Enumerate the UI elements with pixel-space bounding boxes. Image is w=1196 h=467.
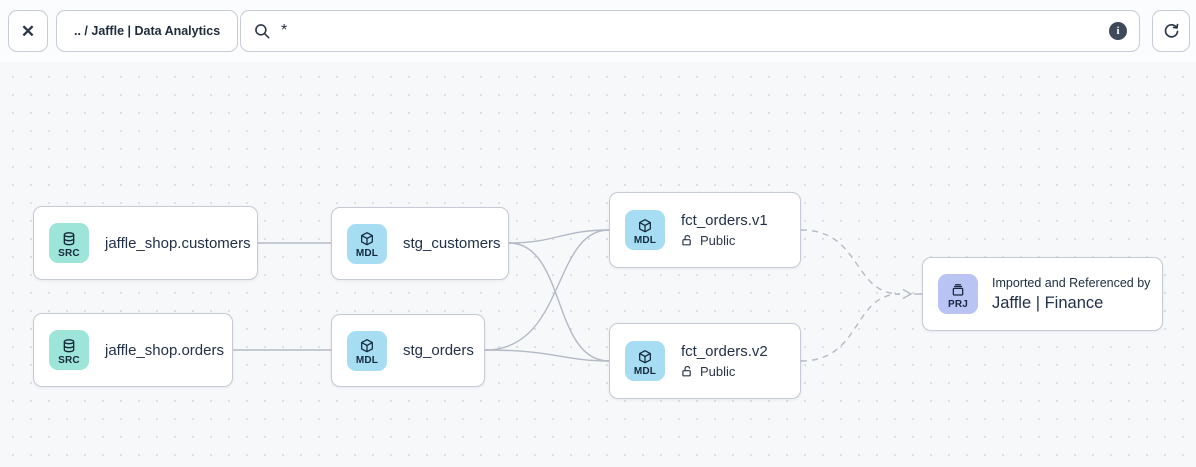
node-model-fct-orders-v2[interactable]: MDL fct_orders.v2 Public xyxy=(609,323,801,399)
node-model-stg-customers[interactable]: MDL stg_customers xyxy=(331,207,509,280)
node-source-jaffle-shop-orders[interactable]: SRC jaffle_shop.orders xyxy=(33,313,233,387)
unlocked-padlock-icon xyxy=(682,366,691,377)
close-icon: ✕ xyxy=(20,21,36,41)
badge-label: MDL xyxy=(633,234,657,246)
refresh-icon xyxy=(1164,23,1178,38)
node-model-fct-orders-v1[interactable]: MDL fct_orders.v1 Public xyxy=(609,192,801,268)
close-button[interactable]: ✕ xyxy=(8,10,48,52)
badge-label: PRJ xyxy=(947,298,969,310)
source-badge: SRC xyxy=(49,223,89,263)
badge-label: MDL xyxy=(355,248,379,259)
node-label: stg_customers xyxy=(403,235,501,252)
node-label: jaffle_shop.orders xyxy=(105,341,224,359)
access-label: Public xyxy=(700,364,736,379)
cube-icon xyxy=(639,349,651,363)
refresh-button[interactable] xyxy=(1152,10,1190,52)
cube-icon xyxy=(639,218,651,232)
badge-label: MDL xyxy=(633,365,657,377)
node-label: stg_orders xyxy=(403,342,474,359)
edge-stgorders-v1 xyxy=(484,229,610,351)
model-badge: MDL xyxy=(625,210,665,250)
node-label: jaffle_shop.customers xyxy=(105,234,251,252)
database-icon xyxy=(63,231,75,245)
unlocked-padlock-icon xyxy=(682,235,691,246)
node-model-stg-orders[interactable]: MDL stg_orders xyxy=(331,314,485,387)
archive-box-icon xyxy=(952,283,964,296)
toolbar: ✕ .. / Jaffle | Data Analytics i xyxy=(0,0,1196,62)
breadcrumb[interactable]: .. / Jaffle | Data Analytics xyxy=(56,10,239,52)
access-label: Public xyxy=(700,233,736,248)
edge-stgorders-v2 xyxy=(484,349,610,362)
search-bar[interactable]: i xyxy=(240,10,1140,52)
badge-label: MDL xyxy=(355,355,379,366)
access-row: Public xyxy=(681,233,768,248)
model-badge: MDL xyxy=(347,223,387,264)
badge-label: SRC xyxy=(58,354,80,366)
access-row: Public xyxy=(681,364,768,379)
project-name-label: Jaffle | Finance xyxy=(992,293,1104,312)
model-badge: MDL xyxy=(625,341,665,381)
edge-stgcustomers-v1 xyxy=(508,229,610,244)
cube-icon xyxy=(361,339,373,353)
badge-label: SRC xyxy=(58,247,80,259)
database-icon xyxy=(63,338,75,352)
node-project-jaffle-finance[interactable]: PRJ Imported and Referenced by Jaffle | … xyxy=(922,257,1163,331)
info-icon[interactable]: i xyxy=(1109,22,1127,40)
node-label: fct_orders.v2 xyxy=(681,343,768,360)
edge-v2-project xyxy=(800,293,901,362)
cube-icon xyxy=(361,232,373,246)
search-icon xyxy=(255,24,270,39)
project-relationship-label: Imported and Referenced by xyxy=(992,275,1151,290)
search-input[interactable] xyxy=(281,11,1109,51)
project-badge: PRJ xyxy=(938,274,978,314)
node-source-jaffle-shop-customers[interactable]: SRC jaffle_shop.customers xyxy=(33,206,258,280)
edge-v1-project xyxy=(800,229,901,295)
edge-arrowhead xyxy=(902,288,913,300)
source-badge: SRC xyxy=(49,330,89,370)
node-label: fct_orders.v1 xyxy=(681,212,768,229)
edge-stgcustomers-v2 xyxy=(508,242,610,362)
breadcrumb-label: .. / Jaffle | Data Analytics xyxy=(74,24,221,38)
model-badge: MDL xyxy=(347,330,387,371)
